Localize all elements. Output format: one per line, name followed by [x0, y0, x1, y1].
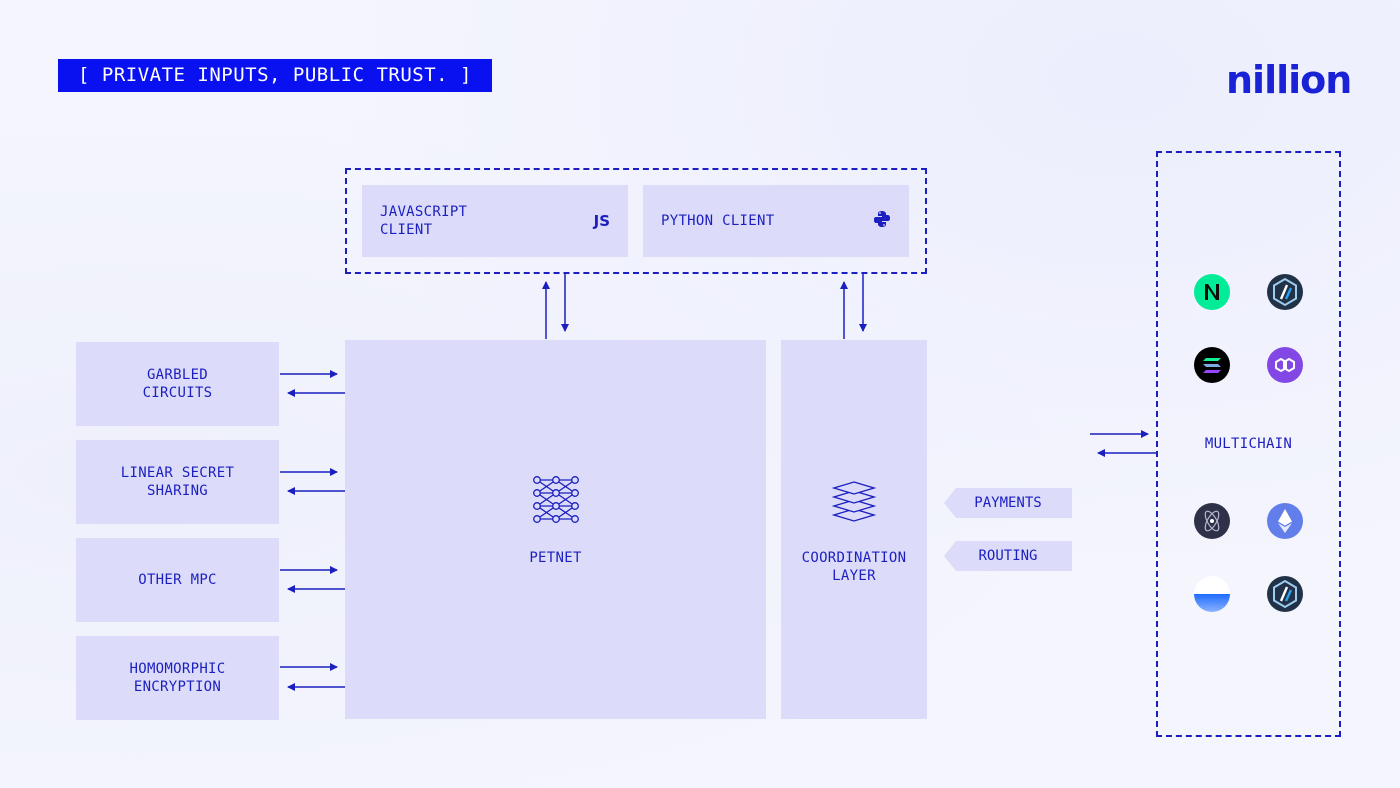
- python-client-label: PYTHON CLIENT: [661, 213, 775, 229]
- multichain-container: [1156, 151, 1341, 737]
- technique-garbled-circuits: GARBLED CIRCUITS: [76, 342, 279, 426]
- technique-linear-secret-sharing: LINEAR SECRET SHARING: [76, 440, 279, 524]
- python-client: PYTHON CLIENT: [643, 185, 909, 257]
- network-icon: [530, 474, 582, 530]
- coordination-layer-label: COORDINATION LAYER: [801, 550, 907, 584]
- petnet-block: PETNET: [345, 340, 766, 719]
- technique-homomorphic-encryption: HOMOMORPHIC ENCRYPTION: [76, 636, 279, 720]
- payments-tag: PAYMENTS: [944, 488, 1072, 518]
- clients-container: [345, 168, 927, 274]
- ethereum-icon: [1267, 503, 1303, 539]
- layers-icon: [831, 476, 877, 528]
- coordination-layer-block: COORDINATION LAYER: [781, 340, 927, 719]
- arbitrum-icon: [1267, 274, 1303, 310]
- cosmos-icon: [1194, 503, 1230, 539]
- polygon-icon: [1267, 347, 1303, 383]
- python-icon: [873, 210, 891, 232]
- chain-half-icon: [1194, 576, 1230, 612]
- technique-other-mpc: OTHER MPC: [76, 538, 279, 622]
- routing-tag: ROUTING: [944, 541, 1072, 571]
- js-icon: JS: [593, 212, 610, 230]
- arbitrum-icon: [1267, 576, 1303, 612]
- solana-icon: [1194, 347, 1230, 383]
- near-icon: [1194, 274, 1230, 310]
- javascript-client-label: JAVASCRIPT CLIENT: [380, 204, 468, 238]
- nillion-logo: nillion: [1226, 58, 1352, 102]
- multichain-label: MULTICHAIN: [1204, 436, 1293, 452]
- tagline: [ PRIVATE INPUTS, PUBLIC TRUST. ]: [58, 59, 492, 92]
- javascript-client: JAVASCRIPT CLIENT JS: [362, 185, 628, 257]
- petnet-label: PETNET: [529, 550, 582, 566]
